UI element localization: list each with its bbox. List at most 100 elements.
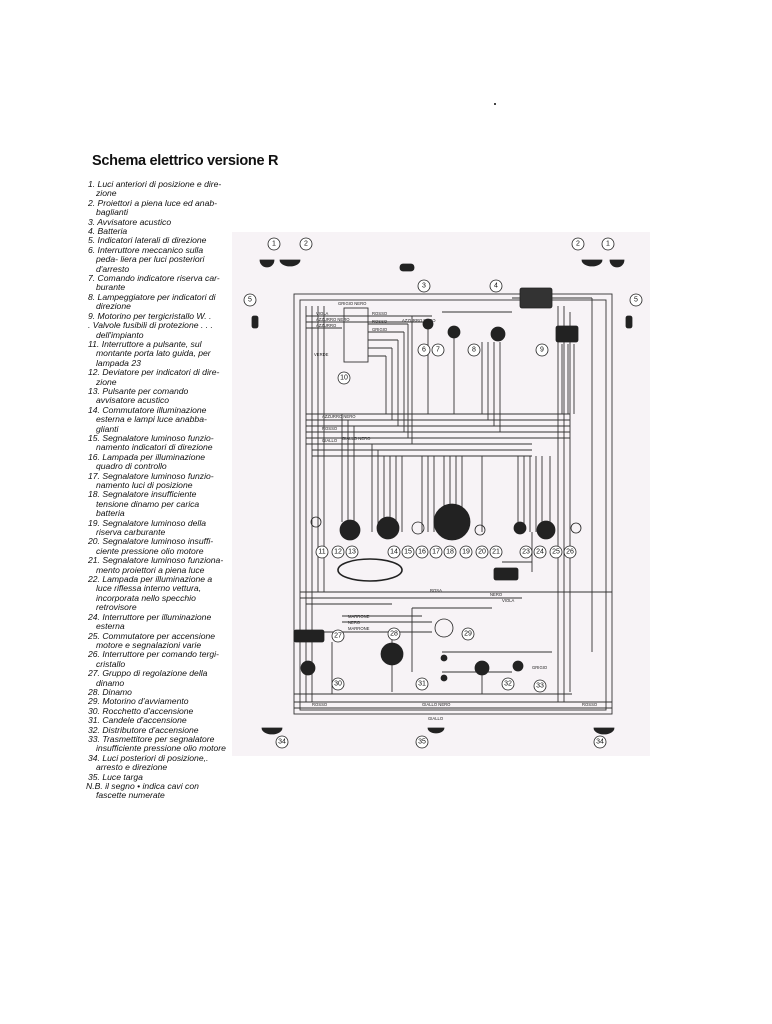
legend-item: 17. Segnalatore luminoso funzio- namento… [88, 470, 214, 490]
callout-number: 15 [404, 549, 412, 556]
legend-item: . Valvole fusibili di protezione . . . d… [88, 320, 213, 340]
dynamo-icon [380, 642, 404, 666]
wiring-diagram: GRIGIO NERO ROSSO ROSSO VIOLA AZZURRO NE… [232, 232, 650, 756]
callout-number: 13 [348, 549, 356, 556]
legend-item: 24. Interruttore per illuminazione ester… [88, 611, 212, 632]
callout-number: 7 [436, 347, 440, 354]
light-switch-icon [376, 516, 400, 540]
wire-label: ROSSO [322, 426, 338, 431]
callout-circle [415, 735, 429, 749]
callout-number: 9 [540, 347, 544, 354]
callout-circle [331, 629, 345, 643]
callout-number: 4 [494, 283, 498, 290]
side-indicator-right-icon [625, 315, 633, 329]
callout-number: 30 [334, 681, 342, 688]
wire-labels: GRIGIO NERO ROSSO ROSSO VIOLA AZZURRO NE… [312, 301, 598, 721]
callout-number: 2 [576, 241, 580, 248]
wire-label: GRIGIO [532, 665, 548, 670]
wire-label: MARRONE [348, 626, 370, 631]
callout-circle [443, 545, 457, 559]
callout-circle [331, 545, 345, 559]
legend-item: 21. Segnalatore luminoso funziona- mento… [88, 555, 224, 575]
legend-item: 22. Lampada per illuminazione a luce rif… [88, 574, 213, 613]
callout-number: 33 [536, 683, 544, 690]
wire-label: AZZURRO [316, 323, 337, 328]
wire-label: ROSSO [582, 702, 598, 707]
page-title: Schema elettrico versione R [92, 153, 279, 169]
legend-item: 8. Lampeggiatore per indicatori di direz… [88, 291, 216, 312]
callout-number: 35 [418, 739, 426, 746]
callout-number: 16 [418, 549, 426, 556]
wire-label: GIALLO NERO [342, 436, 371, 441]
callout-number: 6 [422, 347, 426, 354]
turn-lamp-icon [411, 521, 425, 535]
flasher-icon [490, 326, 506, 342]
spark-plug-icon [440, 654, 448, 662]
callout-circle [337, 371, 351, 385]
front-light-left-icon [259, 259, 275, 268]
callout-number: 34 [278, 739, 286, 746]
legend-item: 32. Distributore d'accensione [88, 724, 199, 735]
wiper-motor-icon [555, 325, 579, 343]
legend-item: 27. Gruppo di regolazione della dinamo [88, 668, 208, 688]
legend-item: 16. Lampada per illuminazione quadro di … [88, 451, 206, 472]
regulator-icon [293, 629, 325, 643]
legend-item: 20. Segnalatore luminoso insuffi- ciente… [88, 536, 214, 556]
legend-item: 3. Avvisatore acustico [88, 216, 172, 227]
horn-icon [399, 263, 415, 272]
wire-label: GIALLO [428, 716, 444, 721]
legend-item: 18. Segnalatore insufficiente tensione d… [88, 489, 200, 519]
callout-circle [275, 735, 289, 749]
callout-circle [267, 237, 281, 251]
callout-number: 27 [334, 633, 342, 640]
callout-circle [535, 343, 549, 357]
instrument-cluster-icon [433, 503, 471, 541]
callout-number: 26 [566, 549, 574, 556]
wire-label: ROSSO [312, 702, 328, 707]
callout-number: 17 [432, 549, 440, 556]
callout-number: 34 [596, 739, 604, 746]
callout-circle [489, 279, 503, 293]
callout-circle [571, 237, 585, 251]
legend-item: 26. Interruttore per comando tergi- cris… [88, 649, 219, 669]
callout-number: 28 [390, 631, 398, 638]
callout-circle [331, 677, 345, 691]
callout-number: 2 [304, 241, 308, 248]
callout-circle [429, 545, 443, 559]
callout-circle [461, 627, 475, 641]
legend-item: 12. Deviatore per indicatori di dire- zi… [88, 367, 220, 387]
callout-number: 5 [248, 297, 252, 304]
callout-circle [549, 545, 563, 559]
wire-label: VIOLA [502, 598, 515, 603]
wire-label: VERDE [314, 352, 329, 357]
callout-circle [415, 677, 429, 691]
door-switch-icon [310, 516, 322, 528]
legend-item: 14. Commutatore illuminazione esterna e … [88, 404, 207, 434]
callout-circle [431, 343, 445, 357]
wire-label: GRIGIO NERO [338, 301, 367, 306]
legend-item: 31. Candele d'accensione [88, 715, 187, 726]
callout-circle [601, 237, 615, 251]
callout-circle [475, 545, 489, 559]
legend-item: 1. Luci anteriori di posizione e dire- z… [88, 179, 222, 199]
callout-number: 11 [318, 549, 325, 556]
wire-label: ROSSO [372, 311, 388, 316]
legend-item: 25. Commutatore per accensione motore e … [88, 630, 216, 650]
high-beam-lamp-icon [474, 524, 486, 536]
callout-circle [501, 677, 515, 691]
callout-number: 32 [504, 681, 512, 688]
callout-circle [467, 343, 481, 357]
wire-label: MARRONE [348, 614, 370, 619]
legend-item: 5. Indicatori laterali di direzione [88, 235, 207, 246]
distributor-icon [474, 660, 490, 676]
wiper-switch-icon [570, 522, 582, 534]
callout-number: 12 [334, 549, 342, 556]
stray-dot [494, 103, 496, 105]
callout-circle [315, 545, 329, 559]
components [251, 259, 633, 735]
rear-light-right-icon [593, 727, 615, 735]
callout-number: 20 [478, 549, 486, 556]
legend-item: 35. Luce targa [88, 771, 143, 782]
brake-switch-icon [422, 318, 434, 330]
